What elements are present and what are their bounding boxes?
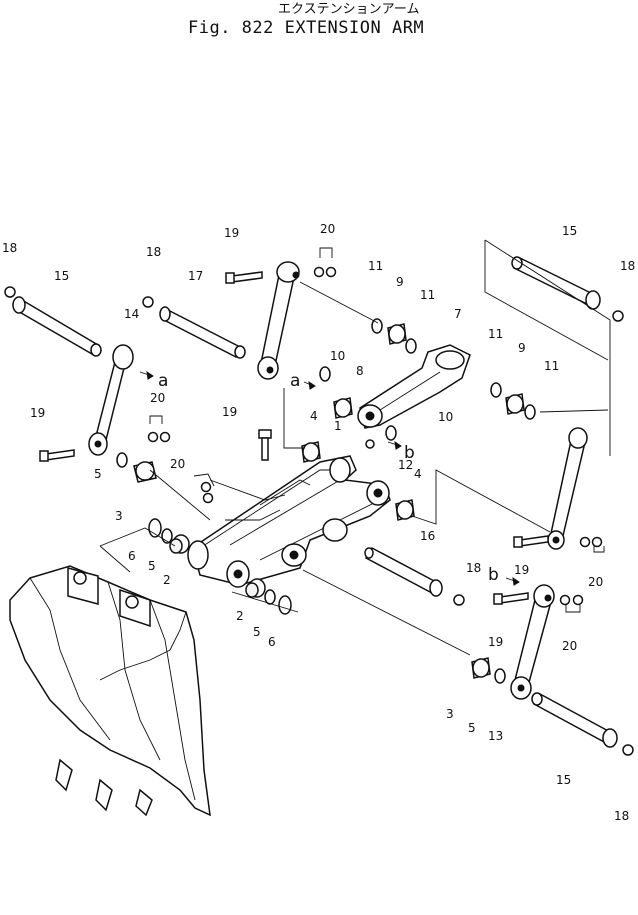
pin-15-right [511, 256, 601, 310]
callout: 15 [562, 224, 577, 238]
callout: 19 [514, 563, 529, 577]
callout: 19 [30, 406, 45, 420]
callout: 4 [310, 409, 318, 423]
leader-lines [99, 239, 611, 656]
callout: 2 [163, 573, 171, 587]
callout: 2 [236, 609, 244, 623]
callout: 18 [466, 561, 481, 575]
callout: 14 [124, 307, 139, 321]
callout: 15 [556, 773, 571, 787]
ref-letter-a: a [158, 371, 168, 391]
callout: 15 [54, 269, 69, 283]
rod-right [547, 427, 588, 550]
ref-letter-a: a [290, 371, 300, 391]
ref-letter-b: b [404, 443, 415, 463]
title-english: Fig. 822 EXTENSION ARM [188, 18, 424, 38]
callout: 6 [268, 635, 276, 649]
callout: 9 [396, 275, 404, 289]
callout: 1 [334, 419, 342, 433]
callout: 18 [614, 809, 629, 823]
bolts-and-nuts [4, 266, 634, 756]
callout: 16 [420, 529, 435, 543]
callout: 11 [420, 288, 435, 302]
callout: 19 [222, 405, 237, 419]
callout: 11 [368, 259, 383, 273]
callout: 5 [253, 625, 261, 639]
callout: 10 [330, 349, 345, 363]
callout: 7 [454, 307, 462, 321]
callout: 3 [446, 707, 454, 721]
link-7 [357, 344, 471, 429]
reference-letters: a a b b [158, 371, 499, 585]
bushings [133, 323, 525, 679]
callout: 19 [224, 226, 239, 240]
callout: 5 [468, 721, 476, 735]
rod-top [257, 261, 300, 380]
callout: 20 [588, 575, 603, 589]
callout: 20 [562, 639, 577, 653]
callout: 18 [2, 241, 17, 255]
rod-13 [510, 584, 555, 700]
pin-15-low [531, 692, 618, 748]
callout: 11 [488, 327, 503, 341]
arm-body [187, 455, 391, 588]
pin-17 [159, 306, 246, 359]
callout: 10 [438, 410, 453, 424]
callout: 18 [146, 245, 161, 259]
callout: 3 [115, 509, 123, 523]
callout: 18 [620, 259, 635, 273]
ref-letter-b: b [488, 565, 499, 585]
callout: 17 [188, 269, 203, 283]
callout: 4 [414, 467, 422, 481]
callout: 19 [488, 635, 503, 649]
callout: 20 [320, 222, 335, 236]
callout: 11 [544, 359, 559, 373]
callout: 8 [356, 364, 364, 378]
bucket [9, 565, 211, 817]
pin-15-left [12, 296, 102, 357]
callout: 5 [94, 467, 102, 481]
title-japanese: エクステンションアーム [278, 2, 419, 17]
callout: 20 [170, 457, 185, 471]
rings [116, 318, 536, 684]
callout: 5 [148, 559, 156, 573]
callout-labels: 18 15 18 17 14 19 20 11 9 11 7 15 18 10 … [2, 222, 635, 823]
ref-arrows [139, 370, 520, 586]
callout: 13 [488, 729, 503, 743]
callout: 12 [398, 458, 413, 472]
pin-16 [364, 547, 443, 597]
callout: 9 [518, 341, 526, 355]
rod-14 [88, 344, 134, 456]
callout: 6 [128, 549, 136, 563]
callout: 20 [150, 391, 165, 405]
